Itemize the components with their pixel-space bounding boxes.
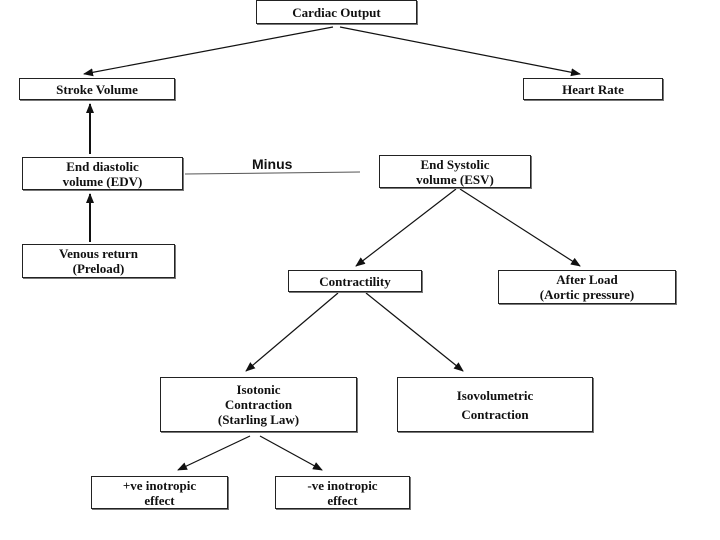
contractility-label: Contractility: [319, 273, 391, 289]
arrow-co-to-stroke-volume: [83, 26, 334, 77]
isotonic-label-line-3: (Starling Law): [217, 412, 300, 427]
negative-inotropic-label-line-2: effect: [327, 492, 358, 508]
after-load-box: After Load (Aortic pressure): [498, 270, 676, 304]
esv-label-line-1: End Systolic: [420, 156, 490, 172]
stroke-volume-box: Stroke Volume: [19, 78, 175, 100]
cardiac-output-box: Cardiac Output: [256, 0, 417, 24]
positive-inotropic-label-line-1: +ve inotropic: [122, 477, 197, 493]
after-load-label-line-1: After Load: [556, 272, 618, 287]
edv-label-line-1: End diastolic: [66, 158, 139, 174]
edv-label-line-2: volume (EDV): [62, 173, 143, 189]
isovolumetric-contraction-box: Isovolumetric Contraction: [397, 377, 593, 432]
arrow-esv-to-after-load: [459, 188, 581, 267]
isovolumetric-label-line-2: Contraction: [461, 406, 529, 422]
isotonic-label-line-1: Isotonic: [236, 382, 281, 397]
arrow-co-to-heart-rate: [339, 26, 581, 77]
cardiac-output-label: Cardiac Output: [292, 4, 381, 20]
positive-inotropic-label-line-2: effect: [144, 492, 175, 508]
negative-inotropic-label-line-1: -ve inotropic: [307, 477, 378, 493]
arrow-contractility-to-isotonic: [245, 292, 339, 372]
negative-inotropic-box: -ve inotropic effect: [275, 476, 410, 509]
venous-return-label-line-2: (Preload): [72, 261, 125, 276]
isotonic-label-line-2: Contraction: [224, 397, 293, 412]
minus-label: Minus: [252, 156, 293, 172]
arrow-esv-to-contractility: [355, 188, 457, 267]
heart-rate-label: Heart Rate: [562, 81, 624, 97]
arrow-contractility-to-isovolumetric: [365, 292, 464, 372]
arrow-isotonic-to-positive: [177, 435, 251, 471]
isovolumetric-label-line-1: Isovolumetric: [456, 387, 534, 403]
venous-return-label-line-1: Venous return: [58, 246, 139, 261]
edv-box: End diastolic volume (EDV): [22, 157, 183, 190]
isotonic-contraction-box: Isotonic Contraction (Starling Law): [160, 377, 357, 432]
after-load-label-line-2: (Aortic pressure): [539, 287, 635, 302]
venous-return-box: Venous return (Preload): [22, 244, 175, 278]
stroke-volume-label: Stroke Volume: [56, 81, 138, 97]
heart-rate-box: Heart Rate: [523, 78, 663, 100]
minus-connector-line: [184, 171, 361, 175]
contractility-box: Contractility: [288, 270, 422, 292]
esv-box: End Systolic volume (ESV): [379, 155, 531, 188]
positive-inotropic-box: +ve inotropic effect: [91, 476, 228, 509]
esv-label-line-2: volume (ESV): [416, 171, 494, 187]
arrow-isotonic-to-negative: [259, 435, 323, 471]
